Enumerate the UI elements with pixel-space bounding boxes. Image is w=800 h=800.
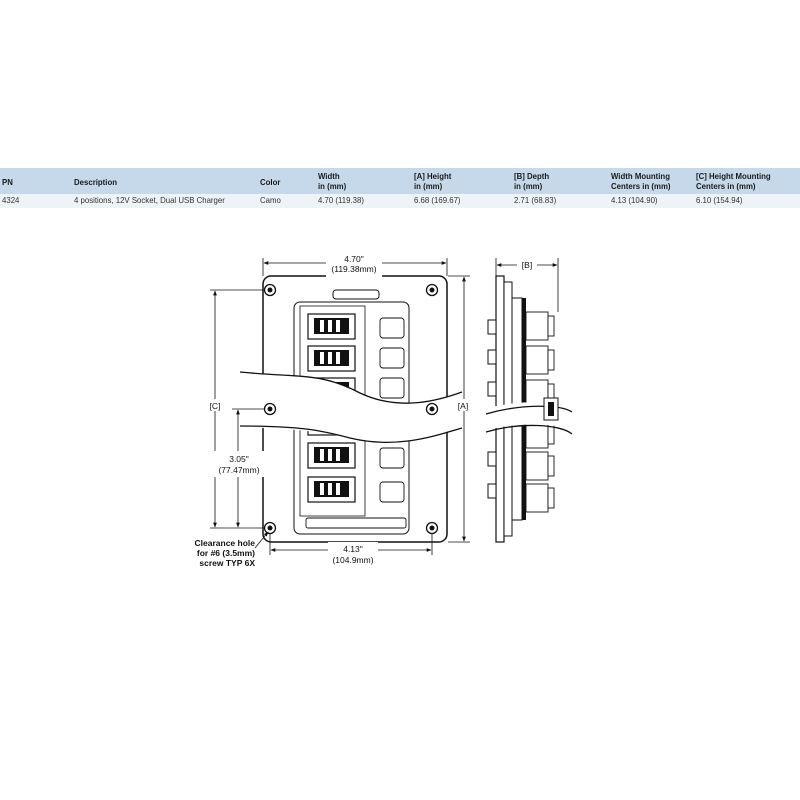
header-color: Color xyxy=(260,177,281,187)
break-line-upper xyxy=(239,371,463,404)
rocker-switch xyxy=(307,476,356,503)
indicator-window xyxy=(379,347,405,369)
cell-width-mounting: 4.13 (104.90) xyxy=(611,195,658,205)
dim-inner-height-mm: (77.47mm) xyxy=(218,465,259,475)
label-c: [C] xyxy=(210,401,221,411)
break-line-lower xyxy=(239,425,463,443)
front-view-lower xyxy=(262,421,448,543)
clearance-note-line3: screw TYP 6X xyxy=(199,558,255,568)
screw-hole xyxy=(425,521,439,535)
screw-hole xyxy=(263,283,277,297)
cell-description: 4 positions, 12V Socket, Dual USB Charge… xyxy=(74,195,225,205)
dim-top-width-in: 4.70" xyxy=(344,254,364,264)
clearance-note-line1: Clearance hole xyxy=(195,538,256,548)
cell-height: 6.68 (169.67) xyxy=(414,195,461,205)
clearance-note-line2: for #6 (3.5mm) xyxy=(197,548,255,558)
label-slot-top xyxy=(332,289,380,300)
label-slot-bottom xyxy=(305,517,407,529)
header-description: Description xyxy=(74,177,118,187)
screw-hole xyxy=(425,283,439,297)
rocker-switch xyxy=(307,421,356,436)
header-pn: PN xyxy=(2,177,13,187)
screw-hole xyxy=(263,521,277,535)
indicator-window xyxy=(379,421,405,439)
screw-hole xyxy=(425,402,439,416)
cell-pn: 4324 xyxy=(2,195,20,205)
indicator-window xyxy=(379,377,405,399)
cell-width: 4.70 (119.38) xyxy=(318,195,364,205)
label-a: [A] xyxy=(458,401,468,411)
screw-hole xyxy=(263,402,277,416)
indicator-window xyxy=(379,317,405,339)
cell-height-mounting: 6.10 (154.94) xyxy=(696,195,743,205)
dim-top-width-mm: (119.38mm) xyxy=(331,264,376,274)
indicator-window xyxy=(379,481,405,503)
dim-inner-height-in: 3.05" xyxy=(229,454,249,464)
rocker-switch xyxy=(307,313,356,340)
cell-color: Camo xyxy=(260,195,281,205)
cell-depth: 2.71 (68.83) xyxy=(514,195,557,205)
rocker-switch xyxy=(307,442,356,469)
label-b: [B] xyxy=(522,260,532,270)
indicator-window xyxy=(379,447,405,469)
dim-bottom-width-in: 4.13" xyxy=(343,544,363,554)
table-row: 4324 4 positions, 12V Socket, Dual USB C… xyxy=(0,194,800,208)
dim-bottom-width-mm: (104.9mm) xyxy=(332,555,373,565)
rocker-switch xyxy=(307,345,356,372)
side-view-lower xyxy=(487,424,555,543)
